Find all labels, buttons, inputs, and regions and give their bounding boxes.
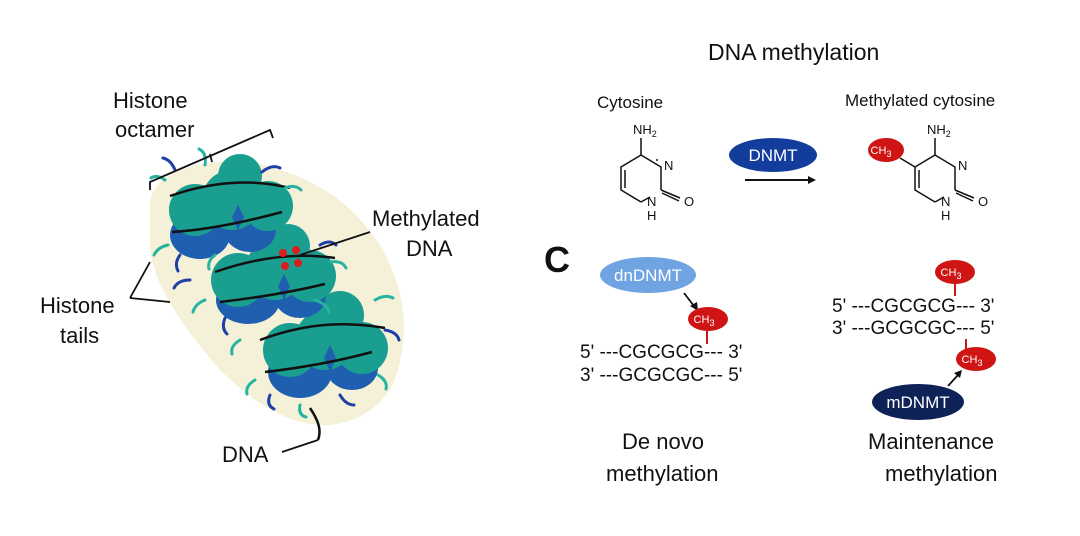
maintenance-caption-line2: methylation <box>885 461 998 486</box>
nucleosome-illustration: Histone octamer Methylated DNA Histone t… <box>40 88 480 467</box>
de-novo-strand-bottom: 3' ---GCGCGC--- 5' <box>580 365 742 386</box>
methylated-dna-label-line2: DNA <box>406 236 453 261</box>
cytosine-n3: N <box>664 158 673 173</box>
methyl-dot <box>292 246 300 254</box>
methylcytosine-n3: N <box>958 158 967 173</box>
histone-tails <box>149 147 401 419</box>
de-novo-methylation: dnDNMT CH3 5' ---CGCGCG--- 3' 3' ---GCGC… <box>580 257 742 486</box>
maintenance-strand-top: 5' ---CGCGCG--- 3' <box>832 296 994 317</box>
reaction-arrowhead <box>808 176 816 184</box>
histone-tails-label-line1: Histone <box>40 293 115 318</box>
panel-c: C dnDNMT CH3 5' ---CGCGCG--- 3' 3' ---GC… <box>544 239 998 486</box>
methylcytosine-nh2: NH2 <box>927 122 951 139</box>
methylated-cytosine-label: Methylated cytosine <box>845 91 995 110</box>
maintenance-caption-line1: Maintenance <box>868 429 994 454</box>
mdnmt-enzyme <box>872 384 964 420</box>
methylated-dna-label-line1: Methylated <box>372 206 480 231</box>
cytosine-label: Cytosine <box>597 93 663 112</box>
maintenance-ch3-bottom-label: CH3 <box>962 354 983 368</box>
histone-octamer-label-line2: octamer <box>115 117 194 142</box>
dna-wrap <box>264 350 373 374</box>
dndnmt-enzyme <box>600 257 696 293</box>
dna-wrap <box>169 181 291 198</box>
de-novo-ch3-label: CH3 <box>694 314 715 328</box>
dndnmt-label: dnDNMT <box>614 266 682 285</box>
maintenance-methylation: CH3 5' ---CGCGCG--- 3' 3' ---GCGCGC--- 5… <box>832 260 998 486</box>
de-novo-ch3 <box>688 307 728 331</box>
methylcytosine-h: H <box>941 208 950 223</box>
dna-strand-tail <box>308 407 321 441</box>
maintenance-ch3-bottom <box>956 347 996 371</box>
mdnmt-arrowhead <box>954 370 962 378</box>
de-novo-caption-line2: methylation <box>606 461 719 486</box>
dndnmt-arrow <box>683 292 695 307</box>
histone-diamond <box>324 345 336 372</box>
cytosine-o: O <box>684 194 694 209</box>
methylated-dna-pointer <box>299 231 371 256</box>
histone-core <box>316 291 364 339</box>
dndnmt-arrowhead <box>690 302 698 311</box>
mdnmt-arrow <box>947 374 959 387</box>
cytosine-h: H <box>647 208 656 223</box>
histone-diamond <box>232 205 244 230</box>
de-novo-strand-top: 5' ---CGCGCG--- 3' <box>580 342 742 363</box>
methylcytosine-n1: N <box>941 194 950 209</box>
methylated-cytosine-structure <box>899 138 975 203</box>
nucleosome-1 <box>169 154 293 259</box>
dna-pointer <box>281 439 319 453</box>
dna-label: DNA <box>222 442 269 467</box>
nucleosome-3 <box>259 291 388 398</box>
cytosine-nh2: NH2 <box>633 122 657 139</box>
histone-diamond <box>278 274 290 300</box>
methyl-dot <box>294 259 302 267</box>
methyl-dot <box>281 262 289 270</box>
cytosine-structure <box>620 138 681 203</box>
cytosine-n1: N <box>647 194 656 209</box>
dna-wrap <box>171 210 283 234</box>
dna-methylation-title: DNA methylation <box>708 39 879 65</box>
histone-tails-pointer <box>129 261 171 303</box>
ch3-group <box>868 138 904 162</box>
dna-wrap <box>214 254 336 274</box>
histone-octamer-bracket <box>149 128 274 190</box>
mdnmt-label: mDNMT <box>886 393 949 412</box>
maintenance-strand-bottom: 3' ---GCGCGC--- 5' <box>832 318 994 339</box>
histone-octamer-label-line1: Histone <box>113 88 188 113</box>
maintenance-ch3-top <box>935 260 975 284</box>
histone-core <box>218 154 262 198</box>
maintenance-ch3-top-label: CH3 <box>941 267 962 281</box>
methylcytosine-o: O <box>978 194 988 209</box>
dna-methylation-panel: DNA methylation Cytosine Methylated cyto… <box>597 39 995 223</box>
dna-wrap <box>219 282 326 304</box>
methyl-dot <box>279 249 287 257</box>
histone-tails-label-line2: tails <box>60 323 99 348</box>
panel-letter-c: C <box>544 239 570 280</box>
dna-wrap <box>259 322 386 342</box>
dnmt-label: DNMT <box>748 146 797 165</box>
ch3-label: CH3 <box>871 145 892 159</box>
de-novo-caption-line1: De novo <box>622 429 704 454</box>
dnmt-enzyme <box>729 138 817 172</box>
nucleosome-2 <box>211 224 336 324</box>
